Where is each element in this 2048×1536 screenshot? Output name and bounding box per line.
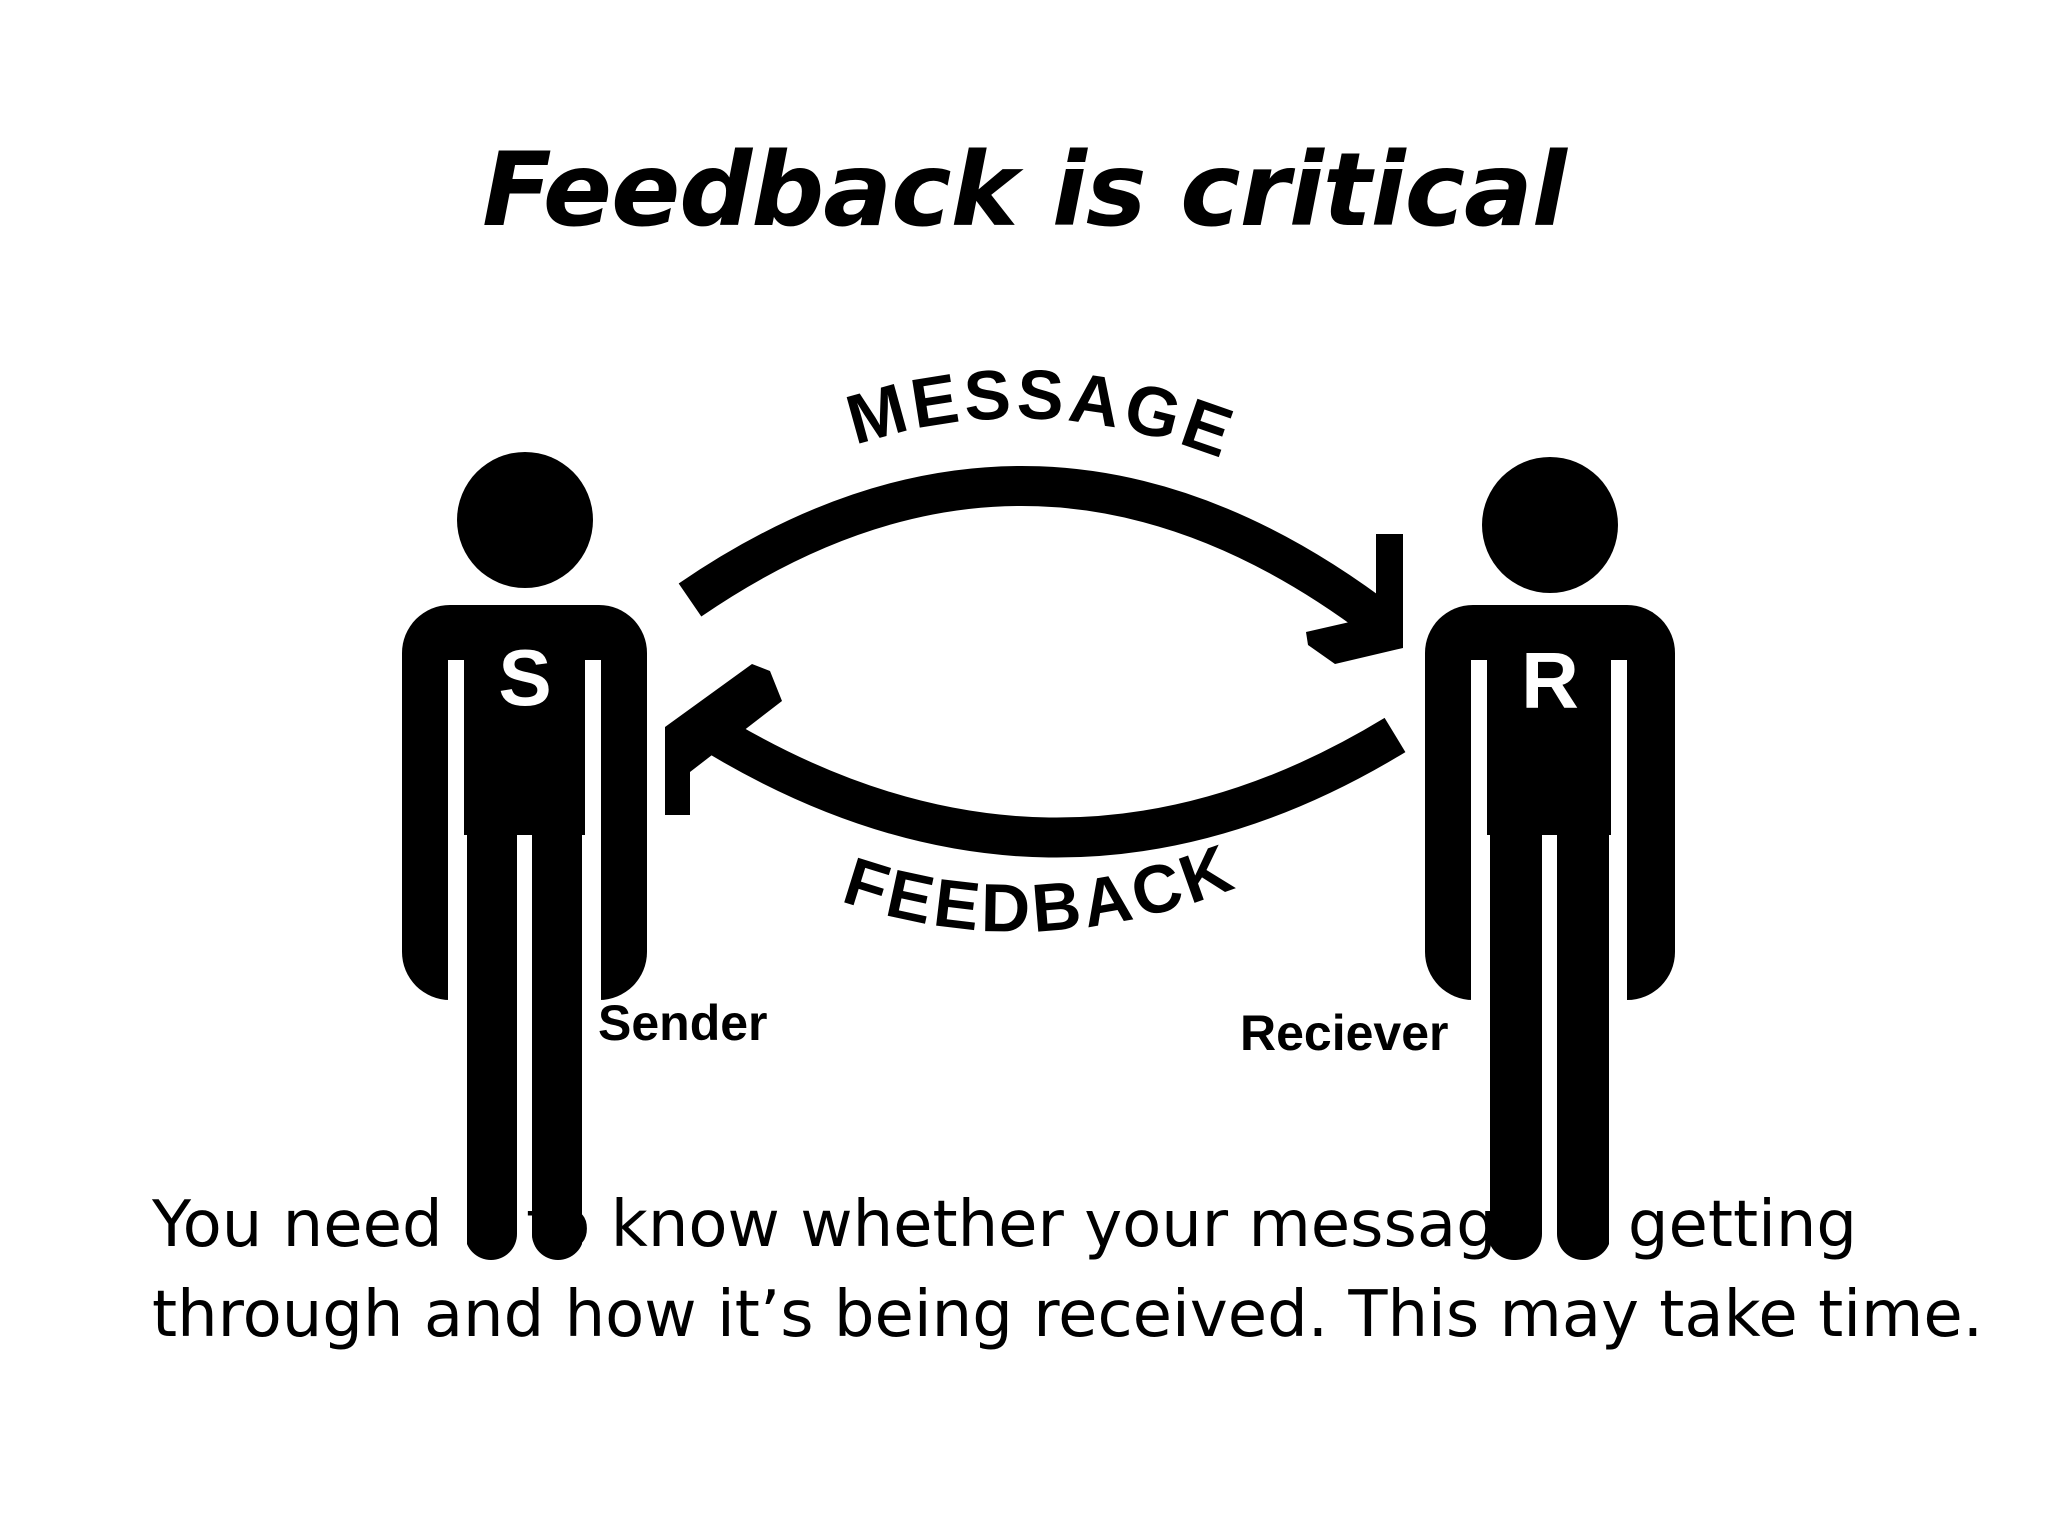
message-arrow-shaft <box>678 465 1398 641</box>
sender-right-arm-gap <box>585 660 601 1005</box>
sender-right-leg-border <box>582 835 585 1265</box>
receiver-head <box>1482 457 1618 593</box>
message-label: MESSAGE <box>838 355 1246 474</box>
message-arrow <box>678 465 1403 664</box>
slide-title: Feedback is critical <box>482 131 1567 250</box>
feedback-arrow-head <box>665 664 782 815</box>
sender-label: Sender <box>598 995 768 1051</box>
receiver-right-leg <box>1557 950 1611 1260</box>
receiver-figure <box>1425 457 1675 1265</box>
receiver-left-leg-border <box>1487 835 1490 1265</box>
feedback-arrow <box>665 664 1406 858</box>
receiver-letter: R <box>1521 636 1579 725</box>
sender-figure <box>402 452 647 1265</box>
sender-left-leg-border <box>464 835 467 1265</box>
receiver-right-leg-border <box>1609 835 1612 1265</box>
sender-left-leg <box>465 950 517 1260</box>
sender-head <box>457 452 593 588</box>
receiver-label: Reciever <box>1240 1005 1449 1061</box>
sender-left-arm-gap <box>448 660 464 1005</box>
caption: You need it to know whether your message… <box>152 1180 1992 1360</box>
sender-letter: S <box>498 633 551 722</box>
feedback-arrow-shaft <box>689 708 1406 858</box>
message-arrow-head <box>1306 534 1403 664</box>
receiver-left-leg <box>1488 950 1542 1260</box>
caption-line-1: You need it to know whether your message… <box>152 1188 1858 1262</box>
receiver-right-arm-gap <box>1611 660 1627 1005</box>
message-label-text: MESSAGE <box>838 355 1242 474</box>
caption-line-2: through and how it’s being received. Thi… <box>152 1278 1984 1352</box>
sender-leg-gap <box>517 835 532 1265</box>
receiver-left-arm-gap <box>1471 660 1487 1005</box>
sender-right-leg <box>532 950 584 1260</box>
receiver-leg-gap <box>1542 835 1557 1265</box>
